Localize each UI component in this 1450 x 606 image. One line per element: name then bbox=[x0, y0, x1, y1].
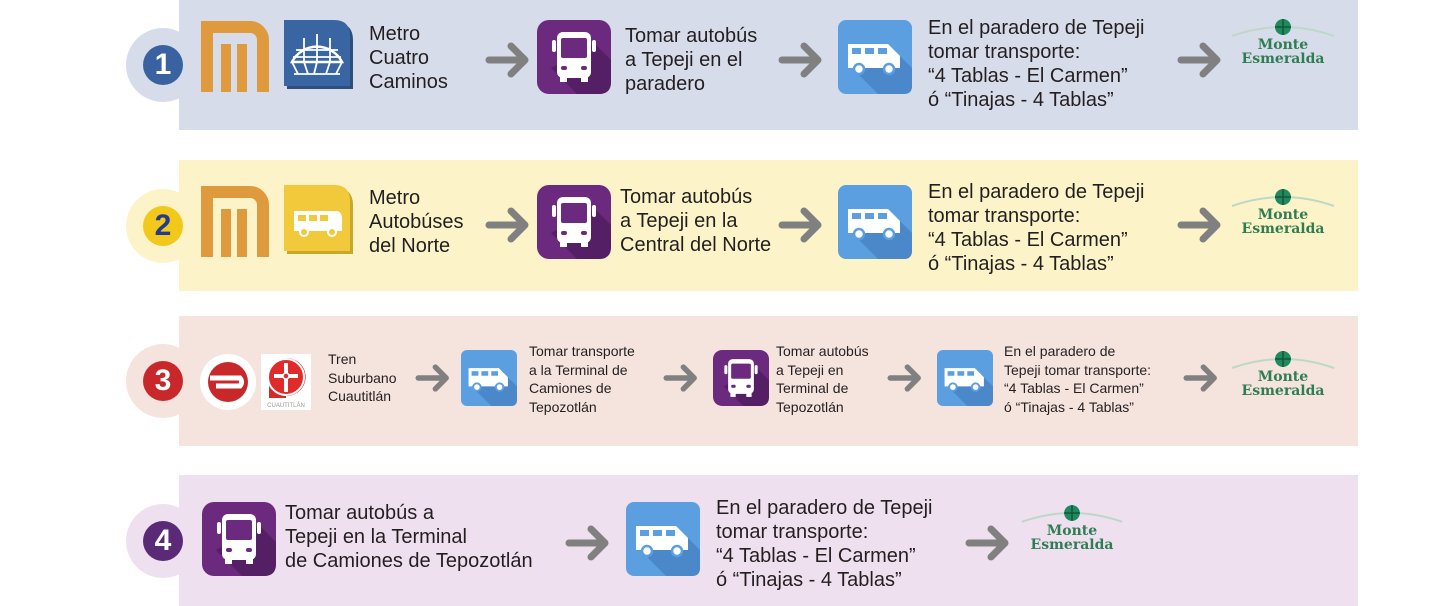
bus-icon bbox=[537, 20, 611, 94]
route-panel bbox=[179, 0, 1358, 130]
step-text: En el paradero de Tepeji tomar transport… bbox=[928, 181, 1145, 275]
arrow-icon bbox=[415, 364, 451, 392]
step-text: En el paradero de Tepeji tomar transport… bbox=[1004, 343, 1152, 415]
route-number-badge: 1 bbox=[126, 28, 200, 102]
step-text: Tomar autobús a Tepeji en la Terminal de… bbox=[285, 502, 533, 572]
monte-logo-line2: Esmeralda bbox=[1241, 383, 1325, 399]
route-number: 3 bbox=[143, 361, 183, 401]
tren-suburbano-logo bbox=[200, 354, 256, 410]
cuautitlan-logo: CUAUTITLÁN bbox=[261, 354, 311, 410]
step-text: Metro Autobúses del Norte bbox=[369, 187, 464, 257]
step-text: Tomar autobús a Tepeji en Terminal de Te… bbox=[776, 343, 869, 415]
monte-logo-line1: Monte bbox=[1257, 37, 1309, 53]
cuatro-caminos-icon bbox=[284, 20, 356, 92]
route-number-badge: 3 bbox=[126, 344, 200, 418]
step-text: Metro Cuatro Caminos bbox=[369, 23, 448, 93]
monte-logo-line1: Monte bbox=[1046, 523, 1098, 539]
route-option-1: 1 Metro Cuatro Caminos Tomar autobús a Tep… bbox=[0, 0, 1450, 130]
cuautitlan-logo-text: CUAUTITLÁN bbox=[267, 403, 305, 409]
arrow-icon bbox=[1177, 42, 1223, 78]
arrow-icon bbox=[663, 364, 699, 392]
route-option-4: 4 Tomar autobús a Tepeji en la Terminal d… bbox=[0, 475, 1450, 606]
monte-logo-line2: Esmeralda bbox=[1030, 537, 1114, 553]
route-panel bbox=[179, 160, 1358, 291]
route-number-badge: 4 bbox=[126, 503, 200, 578]
monte-logo-line2: Esmeralda bbox=[1241, 51, 1325, 67]
route-number: 4 bbox=[143, 520, 183, 561]
route-number: 2 bbox=[143, 205, 183, 246]
van-icon bbox=[838, 185, 912, 259]
monte-logo-line2: Esmeralda bbox=[1241, 221, 1325, 237]
van-icon bbox=[461, 350, 517, 406]
arrow-icon bbox=[887, 364, 923, 392]
monte-logo-line1: Monte bbox=[1257, 369, 1309, 385]
metro-logo bbox=[200, 185, 270, 257]
step-text: En el paradero de Tepeji tomar transport… bbox=[716, 497, 933, 591]
route-panel bbox=[179, 475, 1358, 606]
route-number: 1 bbox=[143, 45, 183, 85]
arrow-icon bbox=[1183, 364, 1219, 392]
monte-logo-line1: Monte bbox=[1257, 207, 1309, 223]
van-icon bbox=[937, 350, 993, 406]
step-text: Tren Suburbano Cuautitlán bbox=[328, 351, 397, 404]
step-text: Tomar transporte a la Terminal de Camion… bbox=[529, 343, 635, 415]
step-text: Tomar autobús a Tepeji en el paradero bbox=[625, 25, 758, 95]
arrow-icon bbox=[778, 207, 824, 243]
arrow-icon bbox=[485, 42, 531, 78]
route-option-2: 2 Metro Autobúses del Norte Tomar autobús … bbox=[0, 160, 1450, 291]
arrow-icon bbox=[565, 525, 611, 561]
arrow-icon bbox=[778, 42, 824, 78]
bus-icon bbox=[537, 185, 611, 259]
step-text: En el paradero de Tepeji tomar transport… bbox=[928, 17, 1145, 111]
bus-icon bbox=[202, 502, 276, 576]
bus-icon bbox=[713, 350, 769, 406]
arrow-icon bbox=[485, 207, 531, 243]
autobuses-norte-icon bbox=[284, 185, 356, 257]
van-icon bbox=[838, 20, 912, 94]
route-number-badge: 2 bbox=[126, 188, 200, 263]
step-text: Tomar autobús a Tepeji en la Central del… bbox=[620, 186, 772, 256]
van-icon bbox=[626, 502, 700, 576]
metro-logo bbox=[200, 20, 270, 92]
arrow-icon bbox=[965, 525, 1011, 561]
arrow-icon bbox=[1177, 207, 1223, 243]
